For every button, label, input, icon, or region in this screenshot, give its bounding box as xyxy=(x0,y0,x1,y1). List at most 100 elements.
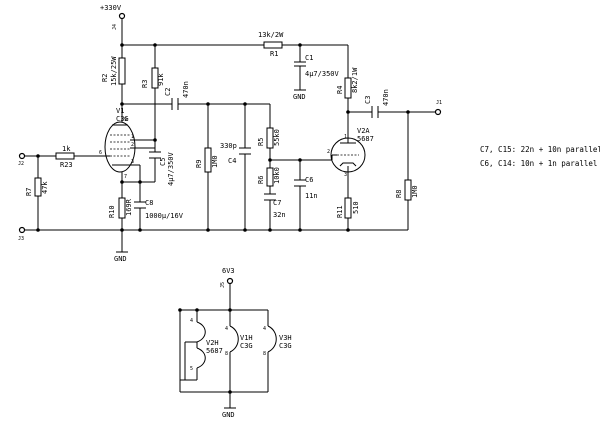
capacitor-c6 xyxy=(294,179,306,187)
heater-v2h xyxy=(196,321,206,369)
label-c4-ref: C4 xyxy=(228,157,236,165)
label-c7-ref: C7 xyxy=(273,199,281,207)
label-r2-value: 15k/25W xyxy=(110,56,118,86)
resistor-r10 xyxy=(118,197,126,219)
label-v3h-ref: V3H xyxy=(279,334,292,342)
label-r8-value: 1M0 xyxy=(411,185,419,198)
label-c1-ref: C1 xyxy=(305,54,313,62)
label-r7-value: 47k xyxy=(41,181,49,194)
wires xyxy=(25,18,435,408)
label-r3-ref: R3 xyxy=(141,80,149,88)
connector-terminals xyxy=(18,12,442,285)
tube-v2a xyxy=(330,128,366,176)
label-v1h-ref: V1H xyxy=(240,334,253,342)
pin-v3h-8: 8 xyxy=(263,351,266,357)
terminal-j2 xyxy=(18,152,26,160)
label-v2a-type: 5687 xyxy=(357,135,374,143)
pin-v1-1: 1 xyxy=(131,134,134,140)
terminal-j3 xyxy=(18,226,26,234)
label-r4-value: 8k2/1W xyxy=(351,67,359,93)
pin-v2a-2: 2 xyxy=(327,149,330,155)
label-j1: J1 xyxy=(436,100,442,106)
note-line-1: C7, C15: 22n + 10n parallel xyxy=(480,145,600,154)
resistor-r2 xyxy=(118,57,126,85)
label-gnd-c1: GND xyxy=(293,93,306,101)
label-r9-value: 1M0 xyxy=(211,155,219,168)
label-r23-ref: R23 xyxy=(60,161,73,169)
label-r6-value: 10k0 xyxy=(273,167,281,184)
label-b-plus: +330V xyxy=(100,4,122,12)
label-gnd-main: GND xyxy=(114,255,127,263)
capacitor-c1 xyxy=(294,61,306,78)
junction-dots xyxy=(36,43,410,394)
label-j3: J3 xyxy=(18,236,24,242)
resistors xyxy=(34,41,412,219)
capacitor-c5 xyxy=(149,151,161,159)
label-r1-value: 13k/2W xyxy=(258,31,284,39)
label-r11-ref: R11 xyxy=(336,205,344,218)
label-r23-value: 1k xyxy=(62,145,71,153)
label-r5-value: 55k0 xyxy=(273,129,281,146)
pin-v2h-4: 4 xyxy=(190,318,193,324)
resistor-r4 xyxy=(344,77,352,99)
label-v1-type: C3G xyxy=(116,115,129,123)
capacitor-c4 xyxy=(239,147,251,155)
label-r11-value: 510 xyxy=(352,201,360,214)
label-r4-ref: R4 xyxy=(336,86,344,94)
resistor-r23 xyxy=(55,152,75,160)
label-c3-value: 470n xyxy=(382,89,390,106)
label-j5: J5 xyxy=(220,282,226,288)
pin-v1-9: 9 xyxy=(124,117,127,123)
label-r5-ref: R5 xyxy=(257,138,265,146)
capacitor-c8 xyxy=(134,201,146,209)
labels: +330V J4 J2 J3 J1 J5 GND GND GND 6V3 13k… xyxy=(18,4,600,419)
label-c5-value: 4µ7/350V xyxy=(167,151,175,186)
ground-symbols xyxy=(116,89,306,409)
label-c6-value: 11n xyxy=(305,192,318,200)
label-r6-ref: R6 xyxy=(257,176,265,184)
label-r9-ref: R9 xyxy=(195,160,203,168)
label-c6-ref: C6 xyxy=(305,176,313,184)
pin-v2a-3: 3 xyxy=(344,172,347,178)
capacitors xyxy=(134,61,379,209)
label-r10-value: 169R xyxy=(125,198,133,216)
heater-v3h xyxy=(267,325,277,353)
terminal-b-plus xyxy=(118,12,126,20)
label-j4: J4 xyxy=(112,24,118,30)
label-c2-value: 470n xyxy=(182,81,190,98)
capacitor-c3 xyxy=(371,106,379,118)
label-r2-ref: R2 xyxy=(101,74,109,82)
label-c3-ref: C3 xyxy=(364,96,372,104)
capacitor-c7 xyxy=(264,193,276,201)
pin-v2h-5: 5 xyxy=(190,366,193,372)
pin-v2a-1: 1 xyxy=(344,134,347,140)
label-r1-ref: R1 xyxy=(270,50,278,58)
resistor-r11 xyxy=(344,197,352,219)
label-c7-value: 32n xyxy=(273,211,286,219)
label-v2h-type: 5687 xyxy=(206,347,223,355)
resistor-r9 xyxy=(204,147,212,173)
label-c8-ref: C8 xyxy=(145,199,153,207)
pin-v1-7: 7 xyxy=(124,174,127,180)
label-r10-ref: R10 xyxy=(108,205,116,218)
label-v1h-type: C3G xyxy=(240,342,253,350)
label-r3-value: 91k xyxy=(157,73,165,86)
label-heater-supply: 6V3 xyxy=(222,267,235,275)
pin-v1h-8: 8 xyxy=(225,351,228,357)
label-c5-ref: C5 xyxy=(159,158,167,166)
resistor-r3 xyxy=(151,67,159,89)
resistor-r7 xyxy=(34,177,42,197)
label-v2h-ref: V2H xyxy=(206,339,219,347)
pin-v1-2: 2 xyxy=(131,142,134,148)
note-line-2: C6, C14: 10n + 1n parallel xyxy=(480,159,597,168)
label-c2-ref: C2 xyxy=(164,88,172,96)
resistor-r5 xyxy=(266,127,274,149)
capacitor-c2 xyxy=(171,98,179,110)
tube-v1 xyxy=(104,121,136,173)
label-v1-ref: V1 xyxy=(116,107,124,115)
label-gnd-heater: GND xyxy=(222,411,235,419)
terminal-heater xyxy=(226,277,234,285)
label-v3h-type: C3G xyxy=(279,342,292,350)
label-c4-value: 330p xyxy=(220,142,237,150)
